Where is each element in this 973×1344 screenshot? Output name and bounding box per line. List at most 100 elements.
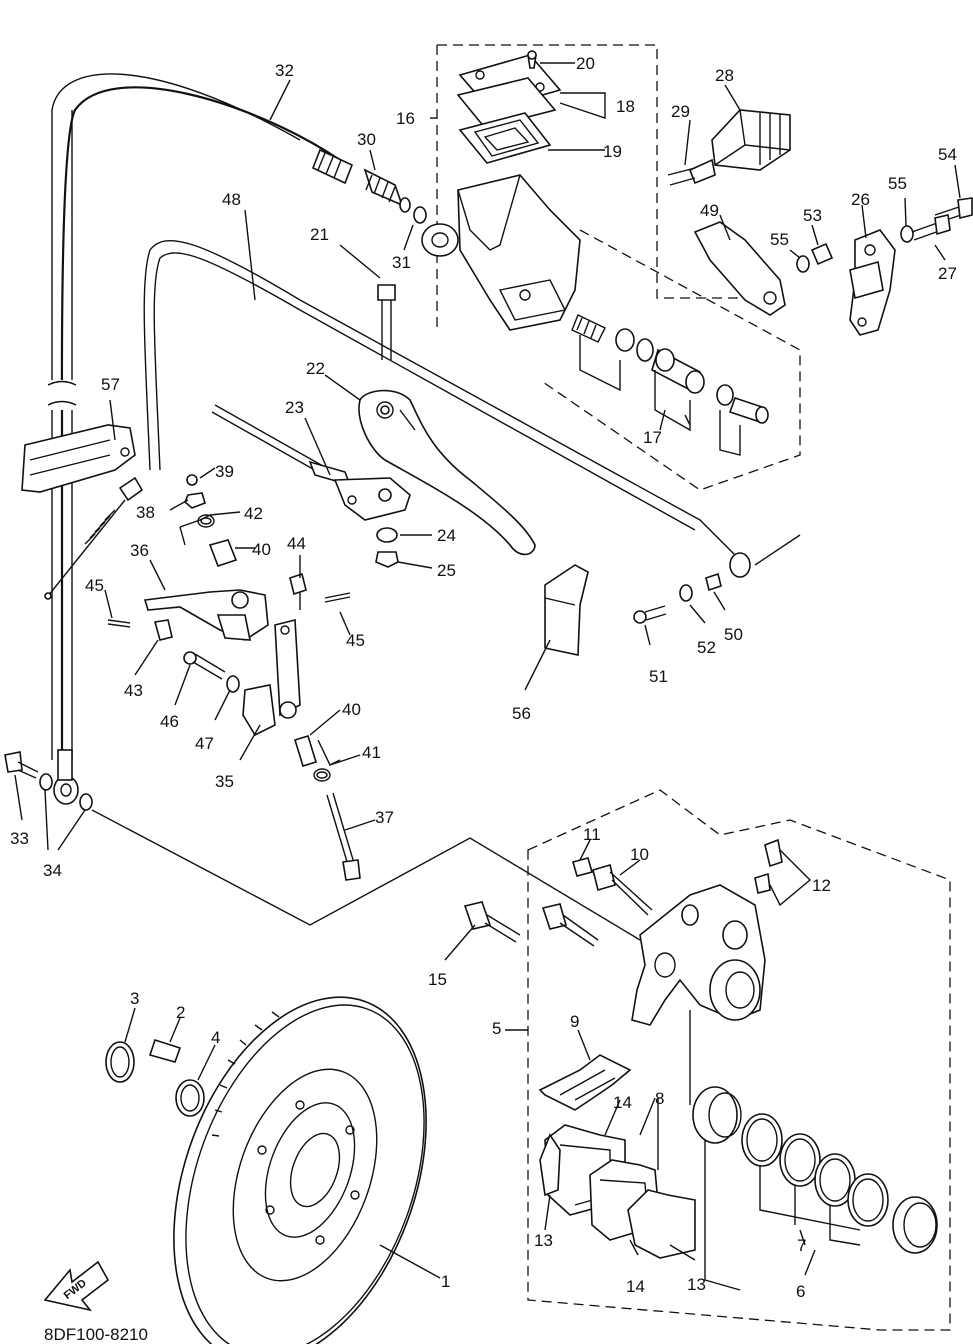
part-number: 35 bbox=[215, 772, 234, 791]
caliper-group-boundary bbox=[527, 789, 951, 1331]
caliper-bolt-a bbox=[463, 901, 521, 943]
piston-seal-b bbox=[779, 1133, 821, 1187]
part-number: 49 bbox=[700, 201, 719, 220]
cap-screw bbox=[527, 50, 537, 69]
copper-washer bbox=[413, 206, 427, 224]
circlip bbox=[105, 1041, 135, 1083]
hose-route-line bbox=[91, 809, 641, 941]
part-number: 57 bbox=[101, 375, 120, 394]
brake-pedal-lever bbox=[358, 389, 536, 556]
part-number: 47 bbox=[195, 734, 214, 753]
part-number: 14 bbox=[626, 1277, 645, 1296]
part-number: 31 bbox=[392, 253, 411, 272]
washer bbox=[376, 527, 398, 543]
pin-upper bbox=[208, 539, 238, 568]
key bbox=[148, 1038, 182, 1063]
hose-bracket bbox=[21, 424, 136, 493]
pad-pin bbox=[592, 863, 653, 916]
part-number: 10 bbox=[630, 845, 649, 864]
diaphragm bbox=[458, 112, 552, 164]
part-number: 4 bbox=[211, 1028, 220, 1047]
torsion-spring-lower bbox=[313, 739, 341, 782]
part-number: 23 bbox=[285, 398, 304, 417]
hub-spacer-ring bbox=[175, 1079, 205, 1117]
cotter-pin-right bbox=[324, 592, 351, 603]
footrest-plate bbox=[849, 229, 896, 336]
caliper-bolt-b bbox=[541, 903, 599, 947]
part-number: 24 bbox=[437, 526, 456, 545]
part-number: 11 bbox=[583, 825, 601, 844]
bolt-small bbox=[633, 605, 667, 624]
part-number: 56 bbox=[512, 704, 531, 723]
part-number: 46 bbox=[160, 712, 179, 731]
brake-light-switch bbox=[688, 109, 791, 185]
part-number: 12 bbox=[812, 876, 831, 895]
part-number: 14 bbox=[613, 1093, 632, 1112]
part-number: 32 bbox=[275, 61, 294, 80]
copper-washer-a bbox=[39, 773, 53, 791]
brake-arm bbox=[143, 589, 269, 641]
part-number: 3 bbox=[130, 989, 139, 1008]
part-number: 27 bbox=[938, 264, 957, 283]
adjusting-rod bbox=[326, 792, 361, 881]
part-number: 16 bbox=[396, 109, 415, 128]
fwd-arrow-icon: FWD bbox=[43, 1260, 110, 1312]
part-number: 41 bbox=[362, 743, 381, 762]
part-number: 34 bbox=[43, 861, 62, 880]
part-number: 9 bbox=[570, 1012, 579, 1031]
cable-end-right bbox=[729, 552, 751, 578]
part-number: 6 bbox=[796, 1282, 805, 1301]
hose-banjo-lower bbox=[53, 749, 79, 805]
switch-bracket bbox=[693, 221, 786, 316]
part-number: 26 bbox=[851, 190, 870, 209]
piston-kit-boundary bbox=[539, 229, 801, 491]
part-number: 15 bbox=[428, 970, 447, 989]
part-number: 30 bbox=[357, 130, 376, 149]
part-number: 13 bbox=[687, 1275, 706, 1294]
cover-plate bbox=[544, 564, 589, 656]
brake-cable bbox=[143, 239, 741, 561]
part-number: 17 bbox=[643, 428, 662, 447]
part-number: 55 bbox=[888, 174, 907, 193]
copper-washer-b bbox=[79, 793, 93, 811]
part-number: 18 bbox=[616, 97, 635, 116]
collar-washer bbox=[796, 255, 810, 273]
leader-lines bbox=[14, 62, 961, 1279]
part-number: 5 bbox=[492, 1019, 501, 1038]
caliper-piston-b bbox=[892, 1196, 938, 1254]
part-number: 19 bbox=[603, 142, 622, 161]
switch-screw bbox=[667, 167, 696, 186]
part-number: 36 bbox=[130, 541, 149, 560]
part-number: 8 bbox=[655, 1089, 664, 1108]
part-number: 13 bbox=[534, 1231, 553, 1250]
pad-pin-plug bbox=[572, 857, 593, 877]
caliper-piston-a bbox=[692, 1086, 742, 1144]
diaphragm-plate bbox=[456, 77, 557, 129]
pin-lower bbox=[294, 735, 317, 767]
part-number: 40 bbox=[342, 700, 361, 719]
cable-adjuster bbox=[44, 476, 144, 600]
washer-tiny bbox=[186, 474, 198, 486]
brake-caliper bbox=[631, 884, 766, 1026]
hose-fitting-upper bbox=[311, 148, 354, 185]
pad-spring bbox=[538, 1054, 632, 1111]
part-number: 20 bbox=[576, 54, 595, 73]
collar-small bbox=[705, 572, 722, 592]
pad-shim-b bbox=[627, 1189, 696, 1259]
part-number: 43 bbox=[124, 681, 143, 700]
washer-small bbox=[679, 584, 693, 602]
hose-union-bolt bbox=[363, 168, 411, 213]
part-number: 40 bbox=[252, 540, 271, 559]
part-number: 25 bbox=[437, 561, 456, 580]
collar bbox=[810, 242, 834, 266]
part-number: 45 bbox=[346, 631, 365, 650]
part-number: 28 bbox=[715, 66, 734, 85]
pad-shim-a bbox=[539, 1133, 561, 1197]
part-number: 48 bbox=[222, 190, 241, 209]
torsion-spring-upper bbox=[179, 514, 215, 546]
clevis-pin bbox=[289, 572, 307, 610]
part-number: 7 bbox=[797, 1236, 806, 1255]
nut-arm bbox=[226, 675, 240, 693]
part-number: 22 bbox=[306, 359, 325, 378]
part-number: 50 bbox=[724, 625, 743, 644]
